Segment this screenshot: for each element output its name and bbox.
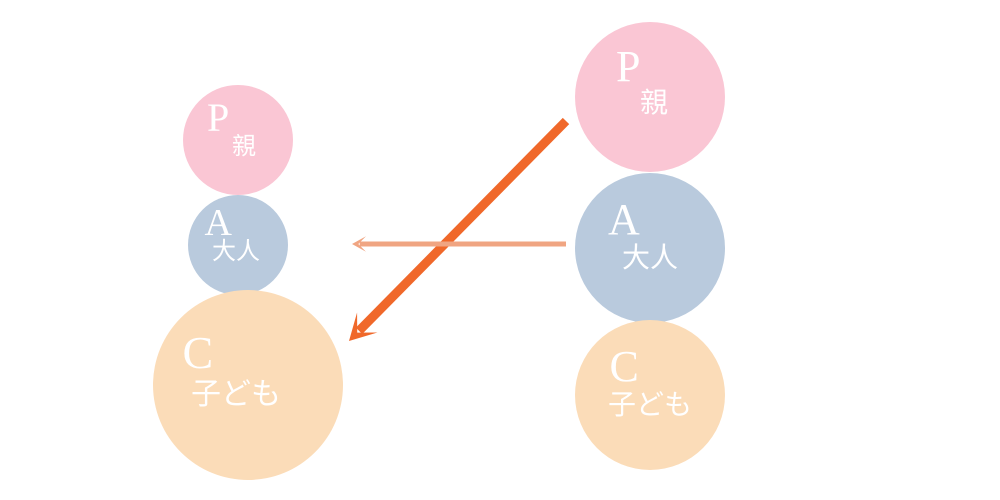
parent-to-child-arrow[interactable] — [349, 117, 570, 341]
right-child-circle[interactable] — [575, 320, 725, 470]
left-child-label: 子ども — [191, 377, 281, 412]
right-parent-label: 親 — [640, 86, 669, 119]
parent-to-child-arrow-head — [349, 312, 378, 341]
left-child-circle[interactable] — [153, 290, 343, 480]
left-adult-label: 大人 — [212, 237, 260, 265]
adult-to-adult-arrow-head — [352, 236, 366, 252]
left-child-letter: C — [182, 327, 214, 378]
parent-to-child-arrow-shaft — [355, 117, 570, 334]
right-adult-circle[interactable] — [575, 173, 725, 323]
adult-to-adult-arrow[interactable] — [352, 236, 566, 252]
left-adult-letter: A — [204, 202, 232, 244]
right-parent-circle[interactable] — [575, 22, 725, 172]
right-adult-label: 大人 — [622, 241, 679, 274]
right-child-letter: C — [609, 342, 639, 391]
left-adult-circle[interactable] — [188, 195, 288, 295]
left-parent-label: 親 — [232, 132, 256, 160]
left-parent-letter: P — [207, 95, 230, 140]
left-parent-circle[interactable] — [183, 85, 293, 195]
right-adult-letter: A — [608, 195, 640, 244]
right-parent-letter: P — [616, 42, 641, 91]
right-child-label: 子ども — [608, 388, 693, 421]
